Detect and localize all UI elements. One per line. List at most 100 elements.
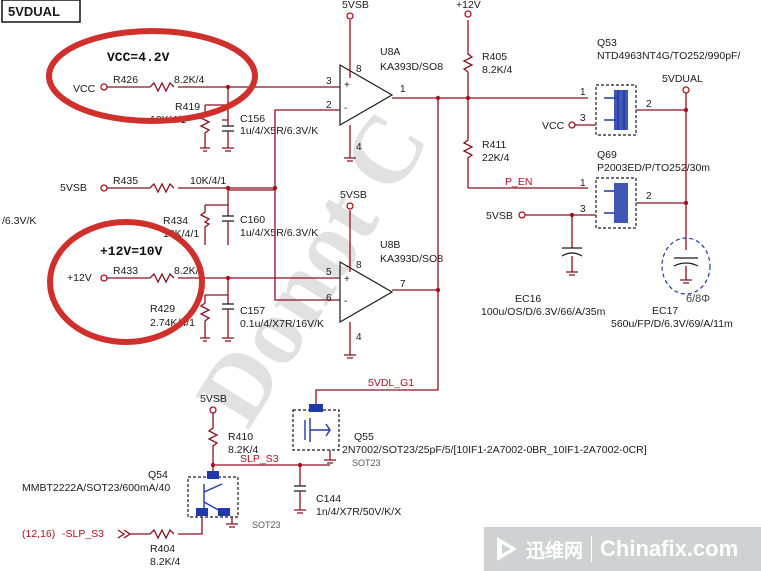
c160-capacitor [222, 215, 234, 222]
ec16-val: 100u/OS/D/6.3V/66/A/35m [481, 306, 606, 318]
slp-input-label: -SLP_S3 [62, 528, 104, 540]
p12-input-label: +12V [67, 272, 92, 284]
q55-ref: Q55 [354, 431, 374, 443]
svg-text:+: + [344, 80, 350, 91]
r404-resistor [149, 528, 175, 540]
c144-val: 1n/4/X7R/50V/K/X [316, 506, 401, 518]
svg-text:3: 3 [326, 76, 332, 87]
r405-rail-label: +12V [456, 0, 481, 11]
q54-transistor [187, 476, 239, 518]
q69-ref: Q69 [597, 149, 617, 161]
r433-val: 8.2K/4 [174, 265, 205, 277]
u8a-vsb-label: 5VSB [342, 0, 369, 11]
q69-vsb-label: 5VSB [486, 210, 513, 222]
r410-rail-label: 5VSB [200, 393, 227, 405]
net-5vdl-g1: 5VDL_G1 [368, 377, 414, 389]
r434-resistor [199, 205, 211, 245]
ec17-val: 560u/FP/D/6.3V/69/A/11m [611, 318, 733, 330]
r426-val: 8.2K/4 [174, 74, 205, 86]
r410-ref: R410 [228, 431, 253, 443]
vcc-annotation: VCC=4.2V [107, 50, 170, 65]
r404-ref: R404 [150, 543, 175, 555]
r411-ref: R411 [482, 139, 506, 151]
v12-annotation-circle [47, 219, 205, 345]
ec17-ref: EC17 [652, 305, 678, 317]
q55-val: 2N7002/SOT23/25pF/5/[10IF1-2A7002-0BR_10… [342, 444, 647, 456]
svg-text:2: 2 [326, 100, 332, 111]
c156-capacitor [222, 125, 234, 132]
svg-text:7: 7 [400, 279, 406, 290]
sheet-label-box [1, 0, 81, 23]
c156-val: 1u/4/X5R/6.3V/K [240, 125, 318, 137]
r433-ref: R433 [113, 265, 138, 277]
r435-val: 10K/4/1 [190, 175, 226, 187]
c144-capacitor [294, 485, 306, 492]
svg-text:6: 6 [326, 293, 332, 304]
r405-ref: R405 [482, 51, 507, 63]
svg-text:8: 8 [356, 260, 362, 271]
svg-text:8: 8 [356, 64, 362, 75]
q54-ref: Q54 [148, 469, 168, 481]
svg-text:4: 4 [356, 332, 362, 343]
c160-ref: C160 [240, 214, 265, 226]
r426-resistor [149, 81, 175, 93]
r426-ref: R426 [113, 74, 138, 86]
svg-text:2: 2 [646, 99, 652, 110]
q69-val: P2003ED/P/TO252/30m [597, 162, 710, 174]
r434-ref: R434 [163, 215, 188, 227]
q54-val: MMBT2222A/SOT23/600mA/40 [22, 482, 170, 494]
c157-val: 0.1u/4/X7R/16V/K [240, 318, 324, 330]
r405-resistor [462, 20, 474, 73]
svg-text:+: + [344, 274, 350, 285]
u8b-ref: U8B [380, 239, 400, 251]
r435-resistor [149, 182, 175, 194]
svg-text:-: - [344, 103, 347, 114]
c160-val: 1u/4/X5R/6.3V/K [240, 227, 318, 239]
c157-ref: C157 [240, 305, 265, 317]
r404-val: 8.2K/4 [150, 556, 181, 568]
net-slp-s3: SLP_S3 [240, 453, 279, 465]
vcc-connector [100, 83, 108, 91]
ec17-capacitor [673, 257, 699, 267]
vcc-annotation-circle [46, 28, 258, 124]
vdual-label: 5VDUAL [662, 73, 703, 85]
q54-pkg: SOT23 [252, 520, 281, 530]
q53-ref: Q53 [597, 37, 617, 49]
r411-resistor [462, 98, 474, 188]
chinafix-logo-icon [497, 537, 517, 561]
svg-text:2: 2 [646, 191, 652, 202]
svg-text:1: 1 [580, 178, 586, 189]
svg-text:4: 4 [356, 142, 362, 153]
brand-en: Chinafix.com [600, 536, 739, 561]
r410-resistor [207, 413, 219, 465]
r429-ref: R429 [150, 303, 175, 315]
u8b-vsb-label: 5VSB [340, 189, 367, 201]
u8b-val: KA393D/SO8 [380, 253, 443, 265]
ec17-outline [661, 237, 711, 295]
slp-ref: (12,16) [22, 528, 55, 540]
svg-text:1: 1 [580, 87, 586, 98]
ec16-capacitor [561, 247, 583, 257]
r410-val: 8.2K/4 [228, 444, 259, 456]
q55-pkg: SOT23 [352, 458, 381, 468]
net-p-en: P_EN [505, 176, 532, 188]
r429-resistor [199, 295, 211, 338]
u8a-ref: U8A [380, 46, 400, 58]
q53-val: NTD4963NT4G/TO252/990pF/ [597, 50, 740, 62]
left-margin-text: /6.3V/K [2, 215, 36, 227]
r411-val: 22K/4 [482, 152, 510, 164]
r405-val: 8.2K/4 [482, 64, 513, 76]
r435-ref: R435 [113, 175, 138, 187]
ec16-ref: EC16 [515, 293, 541, 305]
u8a-val: KA393D/SO8 [380, 61, 443, 73]
r419-ref: R419 [175, 101, 200, 113]
svg-text:-: - [344, 296, 347, 307]
q53-vcc-label: VCC [542, 120, 565, 132]
ec17-note: 6/8Φ [686, 293, 710, 305]
v12-annotation: +12V=10V [100, 244, 163, 259]
svg-text:5: 5 [326, 267, 332, 278]
u8b-comparator [339, 260, 394, 324]
svg-text:3: 3 [580, 204, 586, 215]
site-footer-banner: 迅维网 Chinafix.com [484, 527, 761, 571]
